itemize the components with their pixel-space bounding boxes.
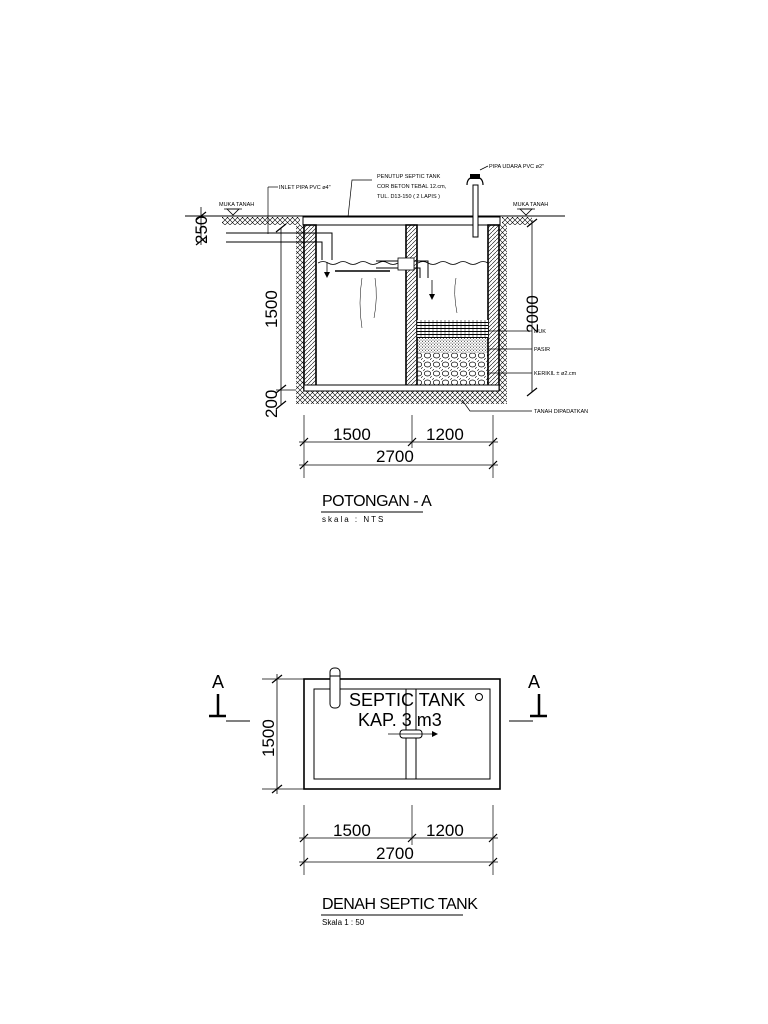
kerikil-layer [417, 353, 488, 385]
section-marker-right [530, 694, 547, 718]
label-ground-left: MUKA TANAH [219, 202, 254, 208]
plan-flow-arrow [432, 731, 438, 737]
dim-w-tick-1 [299, 437, 309, 447]
label-kerikil: KERIKIL ± ø2.cm [534, 371, 577, 377]
ground-marker-right [519, 208, 533, 216]
label-tanah: TANAH DIPADATKAN [534, 409, 588, 415]
label-ijuk: IJUK [534, 329, 546, 335]
soil-hatch-top-left [222, 217, 300, 225]
water-line-left [317, 261, 407, 265]
plan-dim-height-tick-1 [271, 674, 283, 684]
plan-tank-label-1: SEPTIC TANK [349, 690, 465, 710]
label-cover-3: TUL. D13-150 ( 2 LAPIS ) [377, 194, 440, 200]
label-cover-2: COR BETON TEBAL 12.cm, [377, 184, 447, 190]
pasir-layer [417, 338, 488, 353]
section-marker-left [209, 694, 226, 718]
plan-scale: Skala 1 : 50 [322, 918, 365, 927]
label-vent: PIPA UDARA PVC ø2" [489, 164, 544, 170]
plan-dim-height-tick-2 [271, 784, 283, 794]
ijuk-layer [417, 320, 488, 338]
plan-dim-w2: 1200 [426, 821, 464, 840]
dim-top: 250 [192, 216, 211, 244]
transfer-pipe [376, 260, 429, 278]
left-wall [303, 224, 317, 391]
dim-w1: 1500 [333, 425, 371, 444]
label-ground-right: MUKA TANAH [513, 202, 548, 208]
plan-dim-total-tick-2 [488, 857, 498, 867]
label-inlet: INLET PIPA PVC ø4" [279, 185, 331, 191]
plan-inlet-pipe [329, 667, 341, 709]
dim-height-tick-2 [275, 384, 287, 394]
dim-w-tick-3 [488, 437, 498, 447]
section-scale: skala : NTS [322, 515, 385, 524]
plan-dim-height: 1500 [259, 719, 278, 757]
plan-dim-w-tick-2 [407, 833, 417, 843]
plan-vent-circle [475, 693, 483, 701]
dim-right-tick-1 [526, 218, 538, 228]
pipe-joint [397, 257, 415, 271]
section-marker-left-label: A [212, 672, 224, 692]
plan-dim-w-tick-1 [299, 833, 309, 843]
vent-top [470, 174, 480, 179]
dim-bottom: 200 [262, 390, 281, 418]
dim-right: 2000 [523, 295, 542, 333]
plan-outer-wall [303, 678, 501, 790]
dim-height-tick-3 [275, 400, 287, 410]
plan-drawing: SEPTIC TANK KAP. 3 m3 A A 1500 1500 1200… [209, 667, 547, 927]
inlet-arrow [324, 272, 330, 278]
ground-marker-left [226, 208, 240, 216]
label-pasir: PASIR [534, 347, 550, 353]
label-cover-1: PENUTUP SEPTIC TANK [377, 174, 441, 180]
floor-slab [303, 384, 500, 392]
soil-hatch-top-right [502, 217, 532, 225]
soil-hatch-right [499, 225, 507, 390]
leader-cover [347, 179, 372, 218]
dim-right-tick-2 [526, 387, 538, 397]
plan-title: DENAH SEPTIC TANK [322, 896, 478, 913]
plan-dim-total-tick-1 [299, 857, 309, 867]
dim-top-tick-2 [195, 236, 207, 246]
section-drawing: MUKA TANAH MUKA TANAH INLET PIPA PVC ø4"… [185, 164, 588, 524]
soil-hatch-bottom [296, 390, 507, 404]
leader-vent [479, 165, 489, 171]
plan-dim-w1: 1500 [333, 821, 371, 840]
water-line-right [417, 261, 489, 265]
dim-total-tick-1 [299, 460, 309, 470]
plan-dim-total: 2700 [376, 844, 414, 863]
soil-hatch-left [296, 225, 304, 390]
leader-tanah [461, 399, 532, 412]
dim-total: 2700 [376, 447, 414, 466]
section-title: POTONGAN - A [322, 493, 432, 510]
dim-w-tick-2 [407, 437, 417, 447]
plan-dim-w-tick-3 [488, 833, 498, 843]
streak-3 [454, 277, 458, 314]
streak-1 [359, 277, 363, 329]
dim-total-tick-2 [488, 460, 498, 470]
outlet-arrow [429, 294, 435, 300]
dim-height: 1500 [262, 290, 281, 328]
dim-top-tick-1 [195, 211, 207, 221]
plan-tank-label-2: KAP. 3 m3 [358, 710, 442, 730]
plan-inner-wall [313, 688, 491, 780]
vent-pipe [472, 184, 479, 238]
right-wall [487, 224, 500, 391]
cover-slab [302, 216, 501, 226]
dim-w2: 1200 [426, 425, 464, 444]
dim-height-tick-1 [275, 223, 287, 233]
section-marker-right-label: A [528, 672, 540, 692]
inlet-pipe [226, 232, 333, 260]
middle-wall [405, 224, 418, 391]
streak-2 [373, 277, 377, 319]
